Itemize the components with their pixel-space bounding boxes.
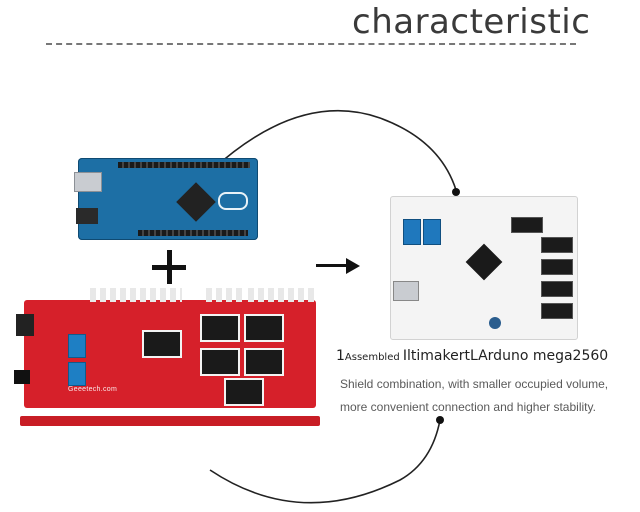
result-driver-5 (541, 303, 573, 319)
top-arc-dot (452, 188, 460, 196)
driver-socket-2 (200, 314, 240, 342)
description-line-1: Shield combination, with smaller occupie… (340, 377, 609, 391)
result-terminal-1 (403, 219, 421, 245)
result-driver-2 (541, 237, 573, 253)
caption-small-text: Assembled (344, 352, 403, 363)
pin-row-3 (248, 288, 314, 302)
pin-row-1 (90, 288, 182, 302)
dc-jack-graphic (16, 314, 34, 336)
description-line-2: more convenient connection and higher st… (340, 400, 596, 414)
arduino-logo-icon (218, 192, 248, 210)
caption-number: 1 (336, 348, 345, 364)
power-jack-graphic (76, 208, 98, 224)
header-pins-top (118, 162, 250, 168)
result-terminal-2 (423, 219, 441, 245)
top-arc (211, 110, 457, 191)
result-capacitor (489, 317, 501, 329)
switch-graphic (14, 370, 30, 384)
arrow-right-icon (316, 256, 360, 276)
pin-row-2 (206, 288, 246, 302)
result-driver-3 (541, 259, 573, 275)
result-driver-1 (511, 217, 543, 233)
driver-socket-3 (244, 314, 284, 342)
driver-socket-5 (244, 348, 284, 376)
caption-large-text: IltimakertLArduno mega2560 (402, 348, 609, 364)
driver-socket-6 (224, 378, 264, 406)
bottom-arc-dot (436, 416, 444, 424)
shield-edge-strip (20, 416, 320, 426)
terminal-block-2 (68, 362, 86, 386)
product-caption: 1Assembled IltimakertLArduno mega2560 (336, 347, 608, 365)
result-usb-port (393, 281, 419, 301)
page-title: characteristic (352, 2, 591, 42)
shield-brand-label: Geeetech.com (68, 386, 118, 393)
terminal-block-1 (68, 334, 86, 358)
red-shield-board-image: Geeetech.com (14, 288, 320, 426)
driver-socket-1 (142, 330, 182, 358)
arduino-mega-board-image (74, 158, 258, 240)
result-mcu-chip (465, 243, 503, 281)
header-pins-bottom (138, 230, 248, 236)
driver-socket-4 (200, 348, 240, 376)
plus-icon (152, 250, 186, 284)
usb-port-graphic (74, 172, 102, 192)
combined-board-image (390, 196, 578, 340)
microcontroller-chip (176, 182, 216, 222)
bottom-arc (209, 419, 441, 504)
title-divider (46, 43, 576, 45)
result-driver-4 (541, 281, 573, 297)
